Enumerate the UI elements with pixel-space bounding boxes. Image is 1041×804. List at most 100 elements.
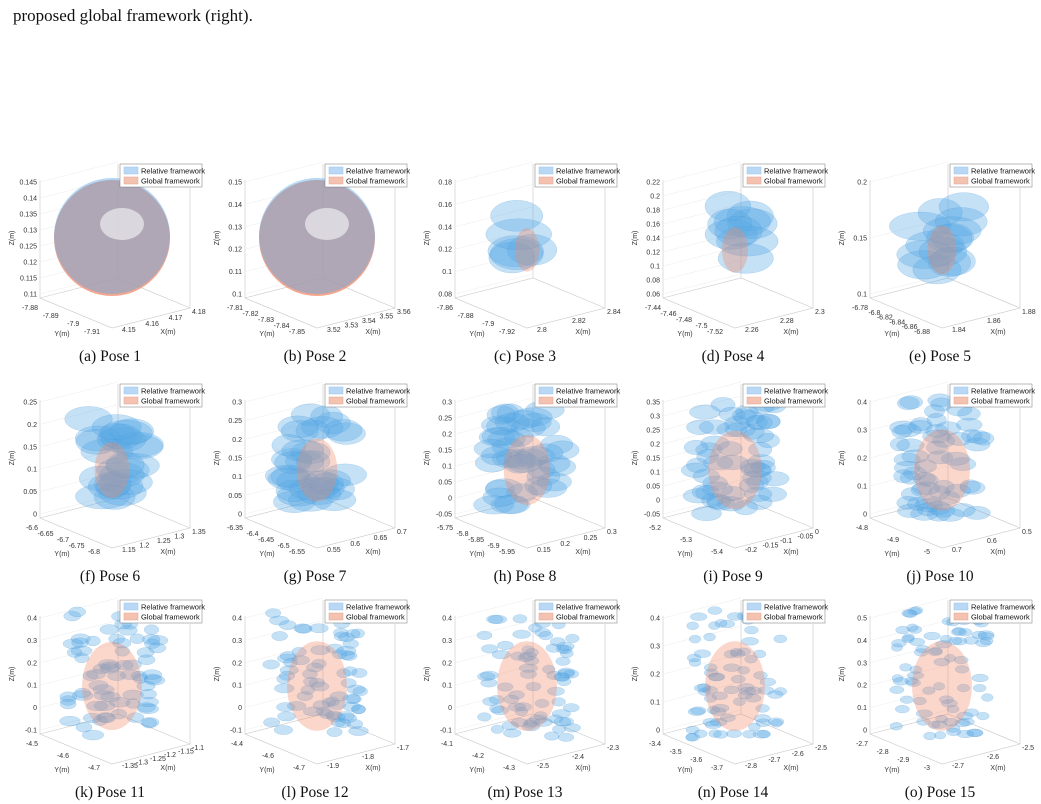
relative-ellipsoid (733, 410, 765, 426)
relative-ellipsoid (81, 729, 105, 741)
relative-ellipsoid (333, 631, 350, 642)
z-tick-label: 0.4 (857, 638, 867, 645)
z-axis-label: Z(m) (424, 231, 431, 246)
x-tick-label: -1.1 (192, 745, 204, 752)
relative-ellipsoid (542, 664, 556, 674)
relative-ellipsoid (717, 496, 746, 512)
relative-ellipsoid (268, 615, 290, 626)
relative-ellipsoid (87, 473, 131, 500)
relative-ellipsoid (908, 625, 923, 634)
relative-ellipsoid (897, 250, 949, 280)
relative-ellipsoid (701, 685, 718, 695)
relative-ellipsoid (963, 506, 991, 520)
relative-ellipsoid (503, 454, 535, 474)
relative-ellipsoid (488, 241, 536, 274)
z-axis-label: Z(m) (839, 231, 846, 246)
relative-ellipsoid (278, 620, 297, 630)
y-tick-label: -6.7 (57, 537, 69, 544)
relative-ellipsoid (526, 467, 561, 487)
y-tick-label: -6.82 (877, 315, 893, 322)
relative-ellipsoid (82, 712, 102, 724)
relative-ellipsoid (527, 460, 556, 480)
z-tick-label: 0.1 (650, 470, 660, 477)
relative-ellipsoid (59, 695, 77, 706)
relative-ellipsoid (770, 718, 783, 728)
relative-ellipsoid (78, 465, 121, 492)
relative-ellipsoid (751, 460, 776, 476)
y-axis-label: Y(m) (259, 331, 274, 338)
z-tick-label: 0.15 (228, 180, 242, 187)
z-tick-label: 0.15 (646, 456, 660, 463)
relative-ellipsoid (925, 424, 949, 438)
y-tick-label: -4.6 (57, 753, 69, 760)
relative-ellipsoid (545, 643, 562, 653)
pose-plot-13: 0.40.30.20.10-0.1Z(m)-4.1-4.2-4.3Y(m)-2.… (424, 597, 620, 774)
relative-ellipsoid (524, 476, 553, 496)
z-axis-label: Z(m) (214, 231, 221, 246)
relative-ellipsoid (74, 687, 92, 699)
relative-ellipsoid (893, 460, 921, 475)
z-tick-label: 0.12 (438, 247, 452, 254)
legend-label-global: Global framework (556, 177, 615, 186)
relative-ellipsoid (687, 707, 706, 716)
relative-ellipsoid (896, 396, 920, 411)
x-tick-label: 0.3 (607, 529, 617, 536)
relative-ellipsoid (896, 495, 920, 510)
relative-ellipsoid (736, 647, 751, 657)
relative-ellipsoid (748, 442, 773, 458)
global-ellipsoid (296, 438, 338, 502)
relative-ellipsoid (711, 704, 730, 713)
relative-ellipsoid (933, 657, 950, 667)
y-axis-label: Y(m) (54, 551, 69, 558)
relative-ellipsoid (488, 695, 505, 705)
relative-ellipsoid (490, 724, 504, 734)
x-tick-label: -0.05 (798, 534, 814, 541)
z-tick-label: 0.4 (27, 616, 37, 623)
relative-ellipsoid (295, 450, 331, 473)
relative-ellipsoid (474, 453, 509, 473)
y-tick-label: -2.7 (856, 741, 868, 748)
relative-ellipsoid (929, 646, 943, 655)
ellipsoid-cluster (476, 614, 581, 742)
relative-ellipsoid (335, 718, 351, 729)
relative-ellipsoid (935, 714, 949, 724)
relative-ellipsoid (277, 653, 298, 664)
ellipsoid-cluster (889, 393, 995, 522)
axes-box (869, 384, 1021, 549)
x-tick-label: 0.6 (987, 538, 997, 545)
relative-ellipsoid (59, 691, 78, 702)
relative-ellipsoid (949, 457, 977, 471)
relative-ellipsoid (704, 219, 758, 250)
relative-ellipsoid (952, 637, 968, 646)
relative-ellipsoid (289, 478, 336, 501)
y-tick-label: -7.52 (707, 329, 723, 336)
subfigure-caption: (b) Pose 2 (283, 348, 347, 365)
pose-plot-4: 0.220.20.180.160.140.120.10.080.06Z(m)-7… (632, 161, 828, 338)
relative-ellipsoid (477, 712, 492, 722)
x-tick-label: 0.25 (584, 535, 598, 542)
relative-ellipsoid (100, 661, 122, 672)
relative-ellipsoid (350, 628, 365, 639)
relative-ellipsoid (126, 712, 145, 723)
ellipsoid-cluster (262, 608, 369, 737)
subfigure-caption: (g) Pose 7 (283, 568, 347, 585)
x-tick-label: 3.52 (327, 327, 341, 334)
relative-ellipsoid (122, 689, 144, 701)
x-axis-label: X(m) (365, 329, 380, 336)
subfigure-caption: (d) Pose 4 (701, 348, 765, 365)
y-axis-label: Y(m) (259, 767, 274, 774)
y-axis-label: Y(m) (884, 551, 899, 558)
z-axis-label: Z(m) (9, 667, 16, 682)
legend-label-relative: Relative framework (971, 603, 1035, 612)
relative-ellipsoid (755, 413, 781, 429)
z-tick-label: 0.1 (857, 705, 867, 712)
y-axis-label: Y(m) (677, 551, 692, 558)
relative-ellipsoid (100, 691, 121, 703)
relative-ellipsoid (528, 443, 564, 463)
z-tick-label: 0.14 (228, 202, 242, 209)
z-axis-label: Z(m) (214, 451, 221, 466)
